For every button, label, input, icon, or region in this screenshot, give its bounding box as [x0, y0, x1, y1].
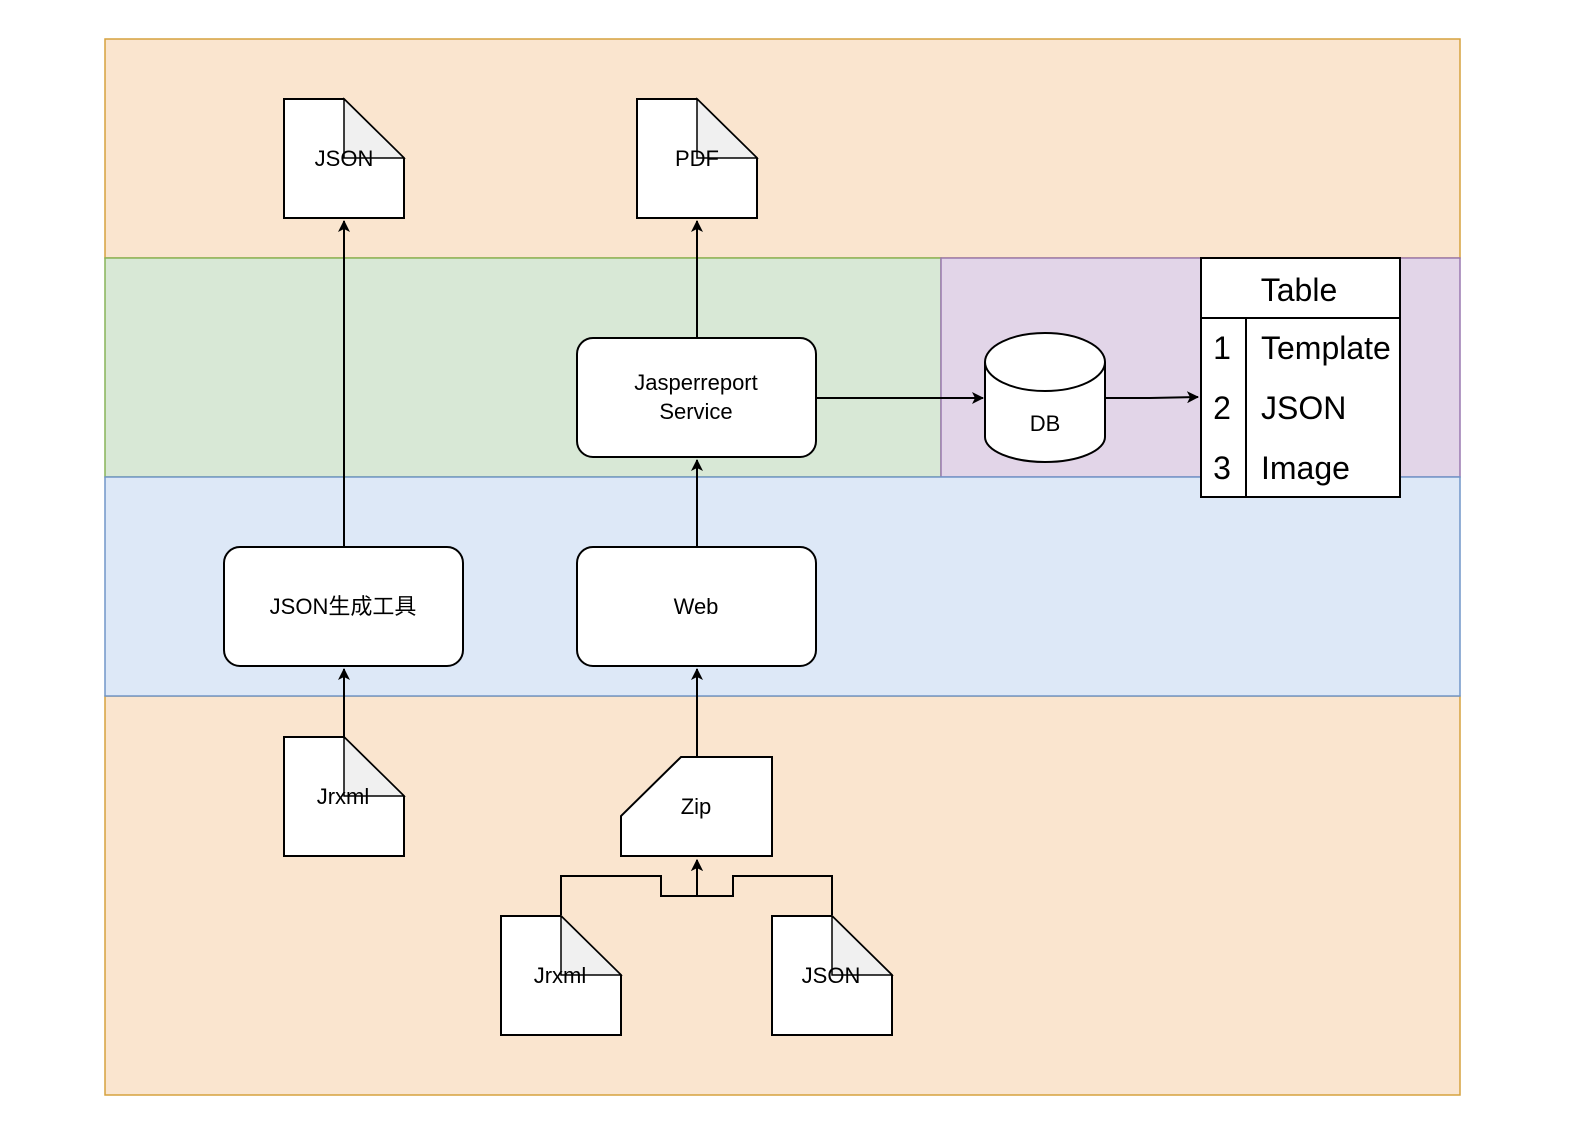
zip-label: Zip — [681, 794, 712, 819]
jasperreport-service-label-line2: Service — [659, 399, 732, 424]
table-row-2-label: JSON — [1261, 390, 1346, 426]
doc-json-bottom[interactable]: JSON — [771, 914, 894, 1036]
table-row-3-num: 3 — [1213, 450, 1231, 486]
doc-pdf-top[interactable]: PDF — [636, 97, 759, 219]
table-row-1-num: 1 — [1213, 330, 1231, 366]
doc-jrxml-left-label: Jrxml — [317, 784, 370, 809]
doc-jrxml-bottom-label: Jrxml — [534, 963, 587, 988]
db-cylinder[interactable]: DB — [984, 332, 1106, 463]
table-title: Table — [1261, 272, 1338, 308]
storage-table[interactable]: Table 1 Template 2 JSON 3 Image — [1200, 257, 1401, 498]
jasperreport-service-label-line1: Jasperreport — [634, 370, 758, 395]
doc-pdf-top-label: PDF — [675, 146, 719, 171]
table-row-1-label: Template — [1261, 330, 1391, 366]
db-label: DB — [1030, 411, 1061, 436]
web-node[interactable]: Web — [576, 546, 817, 667]
doc-json-top-label: JSON — [315, 146, 374, 171]
doc-jrxml-left[interactable]: Jrxml — [283, 735, 406, 857]
doc-jrxml-bottom[interactable]: Jrxml — [500, 914, 623, 1036]
table-row-2-num: 2 — [1213, 390, 1231, 426]
doc-json-bottom-label: JSON — [802, 963, 861, 988]
jasperreport-service-node[interactable]: Jasperreport Service — [576, 337, 817, 458]
doc-json-top[interactable]: JSON — [283, 97, 406, 219]
json-tool-label: JSON生成工具 — [270, 594, 417, 619]
edge-json-to-zip — [691, 859, 833, 915]
connectors — [338, 220, 1199, 915]
zip-card-node[interactable]: Zip — [620, 756, 773, 857]
json-tool-node[interactable]: JSON生成工具 — [223, 546, 464, 667]
table-row-3-label: Image — [1261, 450, 1350, 486]
edge-db-to-table — [1105, 391, 1199, 404]
web-label: Web — [674, 594, 719, 619]
